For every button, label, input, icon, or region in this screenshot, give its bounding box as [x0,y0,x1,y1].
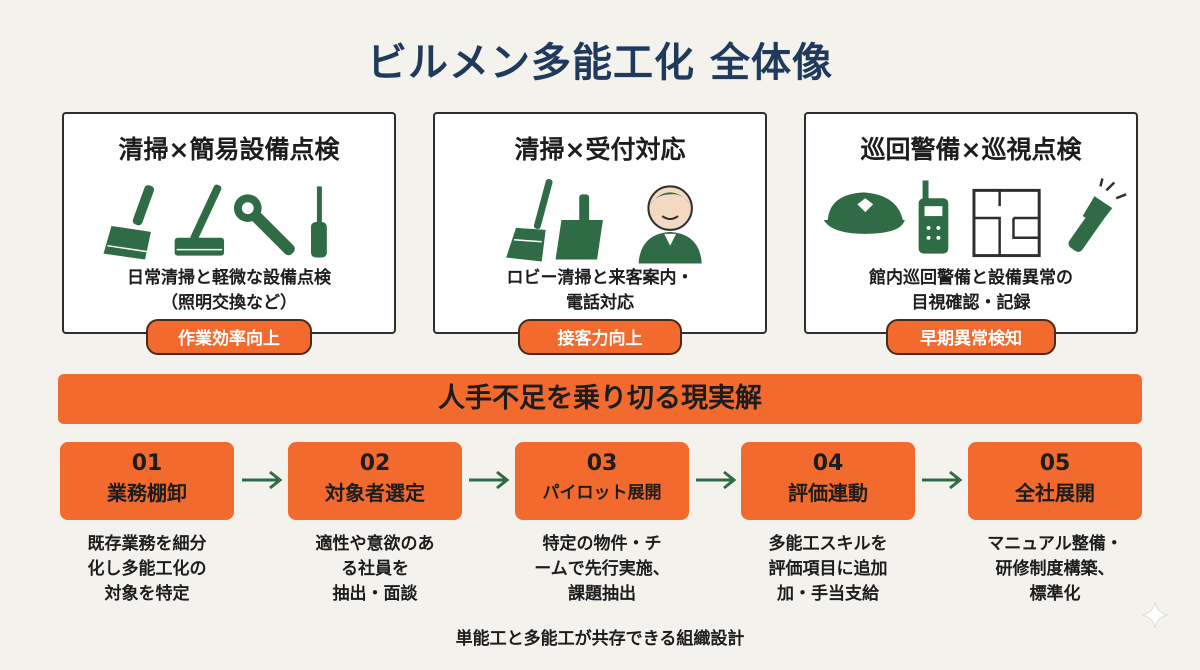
flashlight-icon [1068,178,1127,252]
step-number: 04 [812,451,844,476]
card-icons [103,184,327,260]
card-description: 館内巡回警備と設備異常の 目視確認・記録 [869,268,1073,313]
step-label: 業務棚卸 [107,481,187,505]
card-cleaning-reception: 清掃×受付対応 ロビー清掃と来客案内・ 電話対応 [433,112,767,334]
arrow-right-icon [242,470,283,490]
step-01: 01 業務棚卸 [60,442,234,520]
card-icons [823,178,1127,258]
step-label: 全社展開 [1015,481,1095,505]
step-02-description: 適性や意欲のあ る社員を 抽出・面談 [315,534,435,604]
step-04: 04 評価連動 [741,442,915,520]
badge-customer-service: 接客力向上 [518,319,682,355]
step-03-description: 特定の物件・チ ームで先行実施、 課題抽出 [534,534,670,604]
screwdriver-icon [311,186,327,258]
card-title: 清掃×簡易設備点検 [118,135,340,164]
guard-cap-icon [823,192,905,234]
card-patrol-inspection: 巡回警備×巡視点検 館内巡回警備と設備異常の 目視確認・記録 [804,112,1138,334]
floor-plan-icon [972,188,1041,258]
step-03: 03 パイロット展開 [515,442,689,520]
step-05: 05 全社展開 [968,442,1142,520]
step-01-description: 既存業務を細分 化し多能工化の 対象を特定 [87,534,207,604]
step-number: 03 [586,451,618,476]
step-number: 02 [359,451,391,476]
badge-early-detection: 早期異常検知 [886,319,1056,355]
hand-brush-icon [103,185,155,260]
card-description: 日常清掃と軽微な設備点検 （照明交換など） [127,268,331,313]
sparkle-icon [1141,601,1169,629]
arrow-right-icon [696,470,737,490]
step-number: 05 [1039,451,1071,476]
step-label: 評価連動 [788,481,868,505]
arrow-right-icon [469,470,510,490]
card-title: 清掃×受付対応 [514,135,686,164]
card-title: 巡回警備×巡視点検 [860,135,1082,164]
step-05-description: マニュアル整備・ 研修制度構築、 標準化 [987,534,1123,604]
badge-efficiency: 作業効率向上 [146,319,312,355]
page-title: ビルメン多能工化 全体像 [367,40,833,86]
dustpan-icon [555,194,603,260]
receptionist-icon [638,185,702,264]
arrow-right-icon [922,470,963,490]
footer-caption: 単能工と多能工が共存できる組織設計 [455,629,745,649]
wrench-icon [233,194,295,256]
step-label: 対象者選定 [325,481,425,505]
broom-icon [506,179,553,262]
step-number: 01 [131,451,163,476]
step-02: 02 対象者選定 [288,442,462,520]
floor-brush-icon [174,184,225,256]
card-description: ロビー清掃と来客案内・ 電話対応 [506,268,694,313]
radio-transceiver-icon [918,180,949,254]
summary-banner: 人手不足を乗り切る現実解 [58,374,1142,424]
card-cleaning-maintenance: 清掃×簡易設備点検 日常清掃と軽微な設備点検 （照明交換など） [62,112,396,334]
card-icons [506,179,702,264]
step-label: パイロット展開 [542,483,662,503]
step-04-description: 多能工スキルを 評価項目に追加 加・手当支給 [768,534,888,604]
